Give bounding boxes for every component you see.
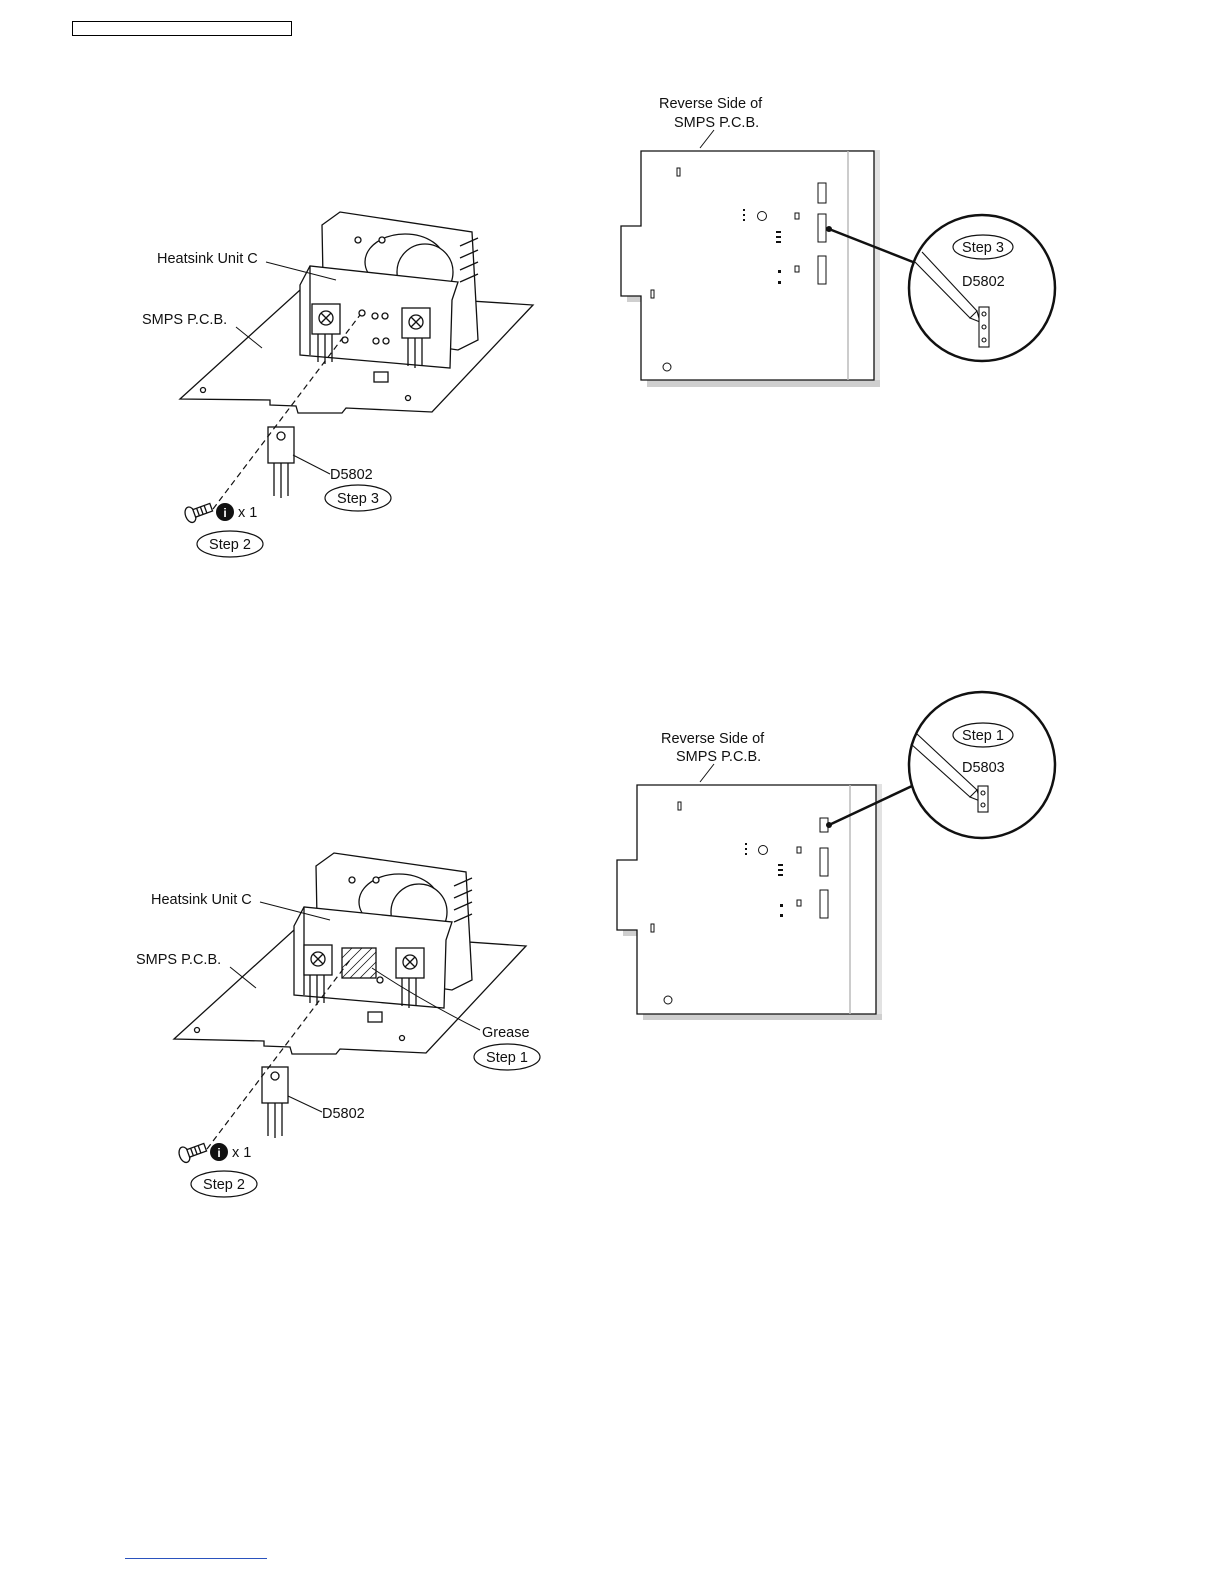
reverse-side-title-2: SMPS P.C.B. — [676, 749, 761, 765]
reverse-pcb-board — [617, 785, 876, 1014]
reverse-side-title-1: Reverse Side of — [661, 731, 765, 747]
zoom-part-label: D5803 — [962, 760, 1005, 776]
zoom-part — [978, 786, 988, 812]
footer-link-underline[interactable] — [125, 1558, 267, 1559]
zoom-step-label: Step 1 — [962, 728, 1004, 744]
